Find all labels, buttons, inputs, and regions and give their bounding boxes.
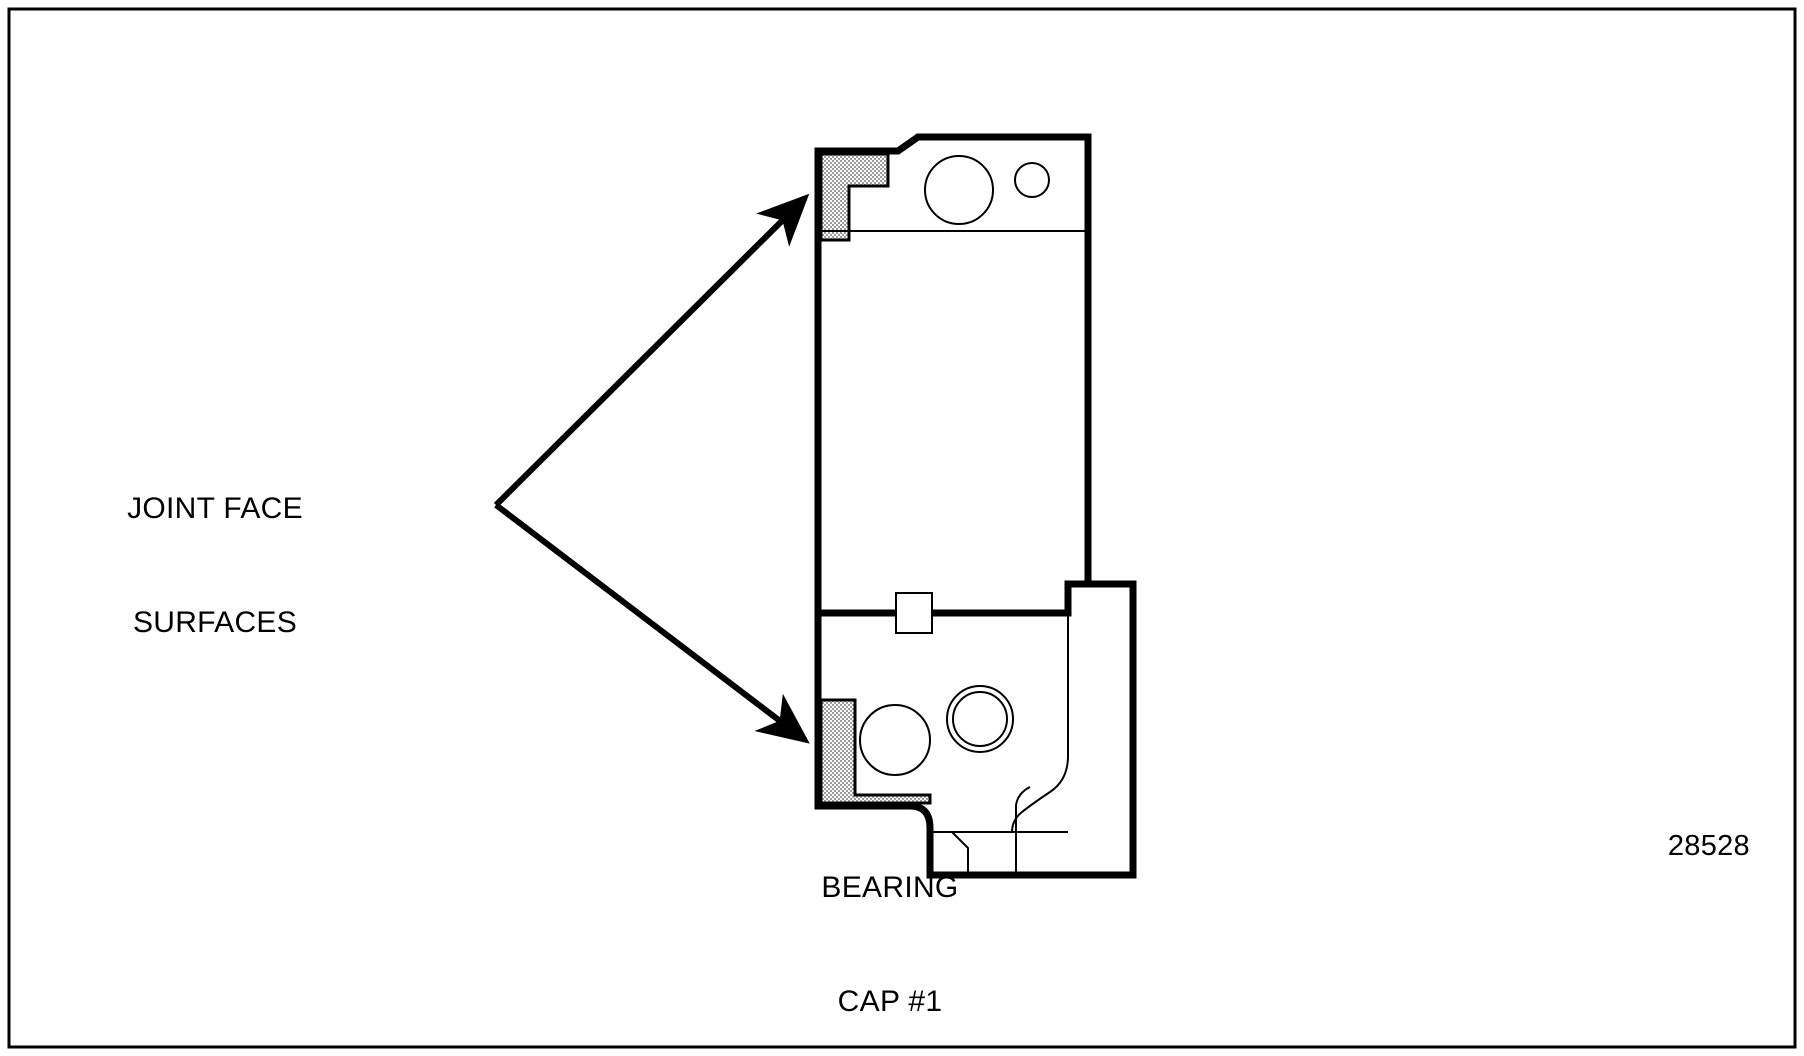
- center-parting-line-group: [820, 592, 1068, 634]
- caption-line-1: BEARING: [821, 871, 959, 904]
- center-marker-square: [895, 592, 933, 634]
- lower-block: [814, 580, 1137, 879]
- lower-rib-curve-right: [1015, 786, 1031, 832]
- leader-line-lower: [494, 502, 810, 744]
- caption-line-2: CAP #1: [837, 985, 943, 1018]
- upper-large-bore-circle: [924, 155, 994, 225]
- figure-number-label: 28528: [1667, 830, 1750, 862]
- upper-block: [814, 133, 1092, 617]
- leader-lines: [493, 193, 810, 744]
- upper-small-bore-circle: [1014, 162, 1050, 198]
- callout-line-2: SURFACES: [132, 606, 298, 639]
- lower-inner-fillet-profile: [1011, 613, 1069, 833]
- joint-face-surfaces-label: JOINT FACE SURFACES: [0, 414, 430, 718]
- callout-line-1: JOINT FACE: [127, 492, 303, 525]
- upper-joint-face-hatch: [819, 152, 890, 242]
- lower-counterbore-inner-circle: [952, 691, 1008, 747]
- lower-rib-curve-left: [951, 831, 969, 874]
- lower-joint-face-hatch: [819, 698, 932, 805]
- lower-large-bore-circle: [859, 704, 931, 776]
- leader-line-upper: [493, 193, 810, 508]
- bearing-cap-caption: BEARING CAP #1: [700, 793, 1080, 1056]
